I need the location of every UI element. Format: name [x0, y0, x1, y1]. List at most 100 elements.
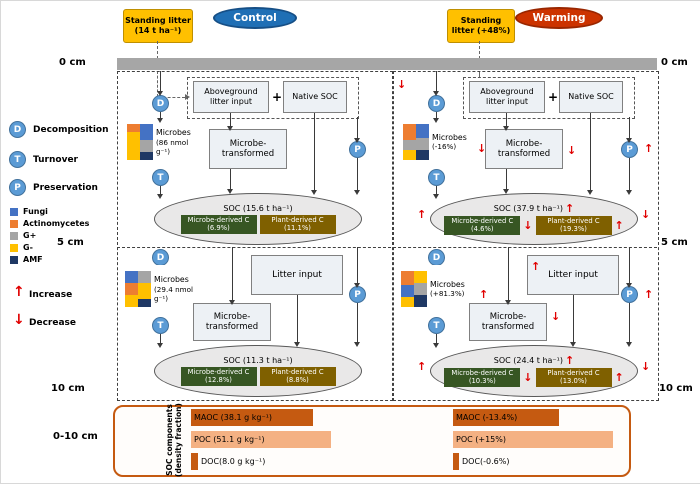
depth-label-0cm-left: 0 cm	[59, 57, 86, 68]
actinomycetes-swatch	[10, 220, 18, 228]
soc-ellipse-warming-bottom: SOC (24.4 t ha⁻¹)↑ Microbe-derived C (10…	[430, 345, 638, 397]
axis-line1: SOC components	[165, 404, 174, 476]
turnover-circle: T	[152, 317, 169, 334]
t-letter: T	[157, 172, 164, 183]
plant-derived-label: Plant-derived C (19.3%)	[547, 216, 600, 233]
depth-label-10cm-right: 10 cm	[659, 383, 693, 394]
soc-value: SOC (15.6 t ha⁻¹)	[223, 203, 293, 213]
decomposition-circle: D	[152, 249, 169, 266]
decrease-arrow: ↓	[567, 144, 577, 157]
d-letter: D	[156, 98, 165, 109]
microbe-transformed-label: Microbe-transformed	[481, 311, 535, 332]
decomposition-circle: D	[152, 95, 169, 112]
poc-label-warming: POC (+15%)	[456, 435, 506, 444]
turnover-circle: T	[428, 169, 445, 186]
d-letter: D	[432, 98, 441, 109]
microbe-transformed-box-control-top: Microbe-transformed	[209, 129, 287, 169]
aboveground-litter-input-label: Aboveground litter input	[204, 87, 258, 106]
maoc-label-warming: MAOC (-13.4%)	[456, 413, 518, 422]
5cm-divider-line	[117, 247, 657, 248]
fungi-label: Fungi	[23, 207, 48, 216]
decrease-arrow: ↓	[13, 312, 25, 328]
native-soc-label: Native SOC	[568, 92, 614, 102]
standing-litter-box-warming: Standing litter (+48%)	[447, 9, 515, 43]
preservation-legend-label: Preservation	[33, 183, 98, 193]
increase-arrow: ↑	[417, 208, 427, 221]
d-letter: D	[13, 124, 22, 135]
dashed-connector	[479, 71, 480, 77]
t-letter: T	[157, 320, 164, 331]
flow-arrow	[433, 186, 439, 199]
preservation-circle: P	[621, 141, 638, 158]
microbe-derived-chip: Microbe-derived C (4.6%)	[444, 215, 521, 236]
amf-label: AMF	[23, 255, 43, 264]
panel-warming	[393, 71, 659, 401]
increase-arrow: ↑	[531, 260, 541, 273]
plant-derived-chip: Plant-derived C (8.8%)	[259, 366, 336, 387]
turnover-circle: T	[428, 317, 445, 334]
doc-label-control: DOC(8.0 g kg⁻¹)	[201, 457, 266, 466]
microbes-label: Microbes	[154, 275, 189, 285]
plant-derived-label: Plant-derived C (8.8%)	[271, 367, 324, 384]
flow-arrow	[294, 295, 300, 347]
increase-arrow: ↑	[564, 201, 575, 215]
g-plus-swatch	[10, 232, 18, 240]
maoc-label-control: MAOC (38.1 g kg⁻¹)	[194, 413, 273, 422]
p-letter: P	[354, 289, 361, 300]
turnover-circle: T	[152, 169, 169, 186]
flow-arrow	[570, 295, 576, 347]
standing-litter-line2: (14 t ha⁻¹)	[134, 26, 182, 35]
decomposition-circle: D	[428, 249, 445, 266]
soc-value: SOC (24.4 t ha⁻¹)	[493, 355, 563, 365]
d-letter: D	[432, 252, 441, 263]
preservation-circle: P	[349, 286, 366, 303]
doc-label-warming: DOC(-0.6%)	[462, 457, 510, 466]
standing-litter-line1: Standing	[460, 16, 502, 25]
fungi-swatch	[10, 208, 18, 216]
warming-badge: Warming	[515, 7, 603, 29]
flow-arrow	[433, 71, 439, 96]
microbe-derived-chip: Microbe-derived C (6.9%)	[180, 214, 257, 235]
preservation-circle: P	[621, 286, 638, 303]
flow-arrow	[227, 113, 233, 131]
native-soc-box-warming: Native SOC	[559, 81, 623, 113]
flow-arrow	[433, 334, 439, 348]
increase-arrow: ↑	[13, 284, 25, 300]
microbe-transformed-label: Microbe-transformed	[497, 138, 551, 159]
litter-input-label: Litter input	[548, 269, 598, 280]
decrease-arrow: ↓	[477, 142, 487, 155]
plant-derived-label: Plant-derived C (13.0%)	[547, 368, 600, 385]
plant-derived-chip: Plant-derived C (11.1%)	[259, 214, 336, 235]
depth-label-range: 0-10 cm	[53, 431, 98, 442]
plant-derived-label: Plant-derived C (11.1%)	[271, 215, 324, 232]
microbes-label: Microbes	[156, 128, 191, 138]
microbe-transformed-box-control-bottom: Microbe-transformed	[193, 303, 271, 341]
soil-surface-bar	[117, 58, 657, 70]
axis-line2: (density fraction)	[174, 403, 183, 477]
litter-input-label: Litter input	[272, 269, 322, 280]
turnover-legend-icon: T	[9, 151, 26, 168]
increase-arrow: ↑	[564, 353, 575, 367]
p-letter: P	[626, 144, 633, 155]
microbes-value: (+81.3%)	[430, 289, 465, 299]
microbes-value: (29.4 nmol g⁻¹)	[154, 284, 194, 303]
aboveground-litter-input-box-control: Aboveground litter input	[193, 81, 269, 113]
aboveground-litter-input-label: Aboveground litter input	[480, 87, 534, 106]
t-letter: T	[433, 172, 440, 183]
decrease-arrow: ↓	[551, 310, 561, 323]
aboveground-litter-input-box-warming: Aboveground litter input	[469, 81, 545, 113]
flow-arrow	[157, 71, 163, 96]
decrease-arrow: ↓	[641, 208, 651, 221]
microbes-label: Microbes	[432, 132, 467, 142]
decrease-arrow: ↓	[523, 219, 533, 232]
microbe-derived-label: Microbe-derived C (12.8%)	[187, 367, 250, 384]
decrease-arrow: ↓	[397, 78, 407, 91]
microbes-box-control-bottom: Microbes(29.4 nmol g⁻¹)	[125, 265, 199, 313]
increase-arrow: ↑	[614, 219, 624, 232]
plant-derived-chip: Plant-derived C (13.0%)	[535, 367, 612, 388]
depth-label-0cm-right: 0 cm	[661, 57, 688, 68]
standing-litter-line2: litter (+48%)	[451, 26, 511, 35]
litter-input-group-control-top	[187, 77, 359, 119]
dashed-connector	[157, 71, 158, 97]
